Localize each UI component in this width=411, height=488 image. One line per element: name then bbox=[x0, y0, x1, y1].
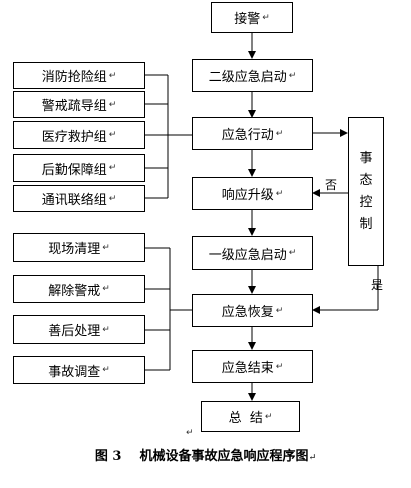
label-no: 否 bbox=[325, 178, 338, 192]
box-escalation: 响应升级↵ bbox=[192, 177, 313, 210]
box-event-control: 事 态 控 制 bbox=[348, 117, 384, 266]
control-char-1: 事 bbox=[359, 150, 373, 166]
task-shanhou: 善后处理↵ bbox=[13, 315, 145, 344]
box-action: 应急行动↵ bbox=[192, 117, 313, 150]
figure-caption: 图 3 机械设备事故应急响应程序图↵ bbox=[94, 449, 317, 464]
task-jiechu: 解除警戒↵ bbox=[13, 275, 145, 303]
group-yiliao: 医疗救护组↵ bbox=[13, 121, 145, 149]
task-diaocha: 事故调查↵ bbox=[13, 356, 145, 384]
yiji-text: 一级应急启动 bbox=[208, 247, 287, 263]
box-jiejing: 接警↵ bbox=[211, 2, 293, 33]
jiejing-text: 接警 bbox=[234, 12, 261, 27]
task-xianchang: 现场清理↵ bbox=[13, 233, 145, 262]
box-erji-start: 二级应急启动↵ bbox=[192, 59, 313, 92]
group-xiaofang: 消防抢险组↵ bbox=[13, 62, 145, 89]
control-char-3: 控 bbox=[359, 194, 373, 210]
shengji-text: 响应升级 bbox=[221, 188, 274, 203]
box-end: 应急结束↵ bbox=[192, 350, 313, 383]
jieshu-text: 应急结束 bbox=[221, 361, 274, 376]
xingdong-text: 应急行动 bbox=[221, 128, 274, 143]
group-houqin: 后勤保障组↵ bbox=[13, 154, 145, 182]
huifu-text: 应急恢复 bbox=[221, 305, 274, 320]
box-summary: 总 结↵ bbox=[201, 401, 300, 432]
group-jingjie: 警戒疏导组↵ bbox=[13, 91, 145, 118]
box-yiji-start: 一级应急启动↵ bbox=[192, 236, 313, 270]
group-tongxun: 通讯联络组↵ bbox=[13, 185, 145, 212]
zongjie-text: 总 结 bbox=[228, 411, 263, 426]
erji-text: 二级应急启动 bbox=[208, 70, 287, 85]
box-recovery: 应急恢复↵ bbox=[192, 294, 313, 327]
control-char-4: 制 bbox=[359, 216, 373, 232]
paragraph-mark: ↵ bbox=[186, 428, 194, 438]
control-char-2: 态 bbox=[359, 172, 373, 188]
label-yes: 是 bbox=[371, 278, 384, 292]
